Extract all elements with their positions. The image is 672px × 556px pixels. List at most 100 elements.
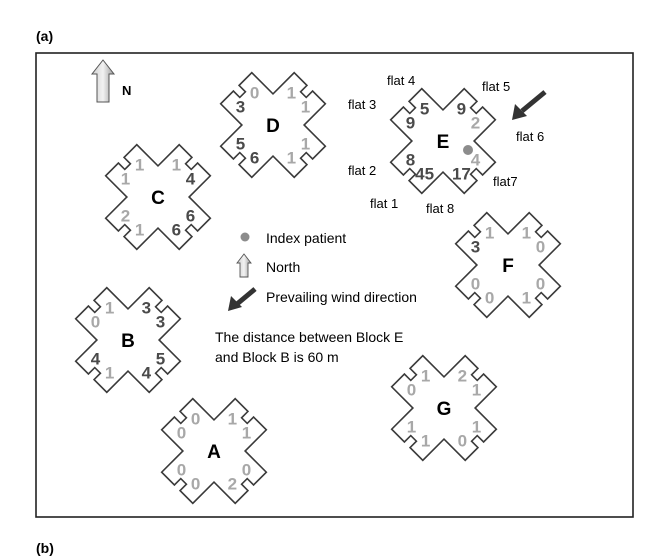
flat-count: 1 xyxy=(301,134,310,153)
flat-count: 1 xyxy=(301,98,310,117)
legend-wind-label: Prevailing wind direction xyxy=(266,289,417,305)
flat-count: 0 xyxy=(191,475,200,494)
flat-count: 1 xyxy=(472,381,481,400)
flat-count: 1 xyxy=(472,417,481,436)
flat-label-8: flat 8 xyxy=(426,201,454,216)
flat-count: 0 xyxy=(250,84,259,103)
flat-count: 9 xyxy=(406,114,415,133)
legend: Index patient North Prevailing wind dire… xyxy=(228,230,417,311)
flat-label-6: flat 6 xyxy=(516,129,544,144)
flat-count: 6 xyxy=(172,221,181,240)
flat-count: 2 xyxy=(228,475,237,494)
block-letter: E xyxy=(437,132,450,153)
flat-label-2: flat 2 xyxy=(348,163,376,178)
flat-count: 1 xyxy=(287,84,296,103)
legend-north-icon xyxy=(236,253,252,278)
flat-count: 9 xyxy=(457,100,466,119)
flat-count: 1 xyxy=(522,289,531,308)
flat-count: 0 xyxy=(536,238,545,257)
flat-count: 0 xyxy=(407,381,416,400)
flat-count: 1 xyxy=(105,364,114,383)
block-outline xyxy=(454,211,562,319)
flat-count: 0 xyxy=(536,274,545,293)
block-outline xyxy=(219,71,327,179)
flat-count: 1 xyxy=(135,156,144,175)
north-label: N xyxy=(122,83,131,98)
flat-count: 1 xyxy=(421,432,430,451)
flat-label-4: flat 4 xyxy=(387,73,415,88)
flat-count: 6 xyxy=(186,206,195,225)
flat-count: 6 xyxy=(250,149,259,168)
legend-index-patient-icon xyxy=(240,232,250,242)
flat-count: 1 xyxy=(172,156,181,175)
flat-count: 1 xyxy=(485,224,494,243)
flat-count: 5 xyxy=(156,349,165,368)
legend-wind-icon xyxy=(228,287,257,311)
flat-count: 1 xyxy=(135,221,144,240)
flat-count: 1 xyxy=(105,299,114,318)
flat-count: 1 xyxy=(287,149,296,168)
distance-note-line-1: The distance between Block E xyxy=(215,329,403,345)
flat-count: 3 xyxy=(471,238,480,257)
block-letter: A xyxy=(207,442,221,463)
block-outline xyxy=(389,87,497,195)
block-outline xyxy=(74,286,182,394)
flat-count: 1 xyxy=(421,367,430,386)
flat-count: 1 xyxy=(242,424,251,443)
flat-count: 1 xyxy=(228,410,237,429)
flat-label-7: flat7 xyxy=(493,174,518,189)
flat-count: 3 xyxy=(142,299,151,318)
flat-count: 8 xyxy=(406,150,415,169)
flat-count: 45 xyxy=(415,165,434,184)
flat-count: 2 xyxy=(121,206,130,225)
block-outline xyxy=(160,397,268,505)
distance-note-line-2: and Block B is 60 m xyxy=(215,349,339,365)
flat-count: 2 xyxy=(458,367,467,386)
flat-label-3: flat 3 xyxy=(348,97,376,112)
flat-count: 3 xyxy=(236,98,245,117)
flat-count: 0 xyxy=(458,432,467,451)
flat-count: 3 xyxy=(156,313,165,332)
legend-north-label: North xyxy=(266,259,300,275)
block-letter: B xyxy=(121,331,135,352)
flat-label-5: flat 5 xyxy=(482,79,510,94)
flat-count: 1 xyxy=(407,417,416,436)
flat-count: 0 xyxy=(91,313,100,332)
flat-count: 0 xyxy=(471,274,480,293)
flat-count: 0 xyxy=(191,410,200,429)
flat-count: 0 xyxy=(177,424,186,443)
north-arrow-icon xyxy=(90,59,116,103)
flat-labels: flat 1 flat 2 flat 3 flat 4 flat 5 flat … xyxy=(348,73,544,216)
flat-count: 17 xyxy=(452,165,471,184)
block-outline xyxy=(390,354,498,462)
flat-count: 0 xyxy=(242,460,251,479)
blocks-layer: 11020000A33541401B14661211C11116530D9241… xyxy=(74,71,562,505)
index-patient-marker xyxy=(463,145,473,155)
flat-count: 4 xyxy=(142,364,152,383)
wind-arrow-icon xyxy=(512,90,547,120)
map-frame xyxy=(35,52,634,518)
flat-count: 0 xyxy=(177,460,186,479)
flat-count: 1 xyxy=(522,224,531,243)
flat-count: 2 xyxy=(471,114,480,133)
flat-count: 5 xyxy=(236,134,245,153)
block-letter: G xyxy=(437,399,452,420)
legend-index-patient-label: Index patient xyxy=(266,230,346,246)
block-letter: C xyxy=(151,188,165,209)
panel-label: (a) xyxy=(36,28,54,44)
flat-count: 5 xyxy=(420,100,429,119)
block-letter: F xyxy=(502,256,514,277)
block-letter: D xyxy=(266,116,280,137)
flat-label-1: flat 1 xyxy=(370,196,398,211)
flat-count: 4 xyxy=(91,349,101,368)
flat-count: 0 xyxy=(485,289,494,308)
flat-count: 1 xyxy=(121,170,130,189)
flat-count: 4 xyxy=(186,170,196,189)
